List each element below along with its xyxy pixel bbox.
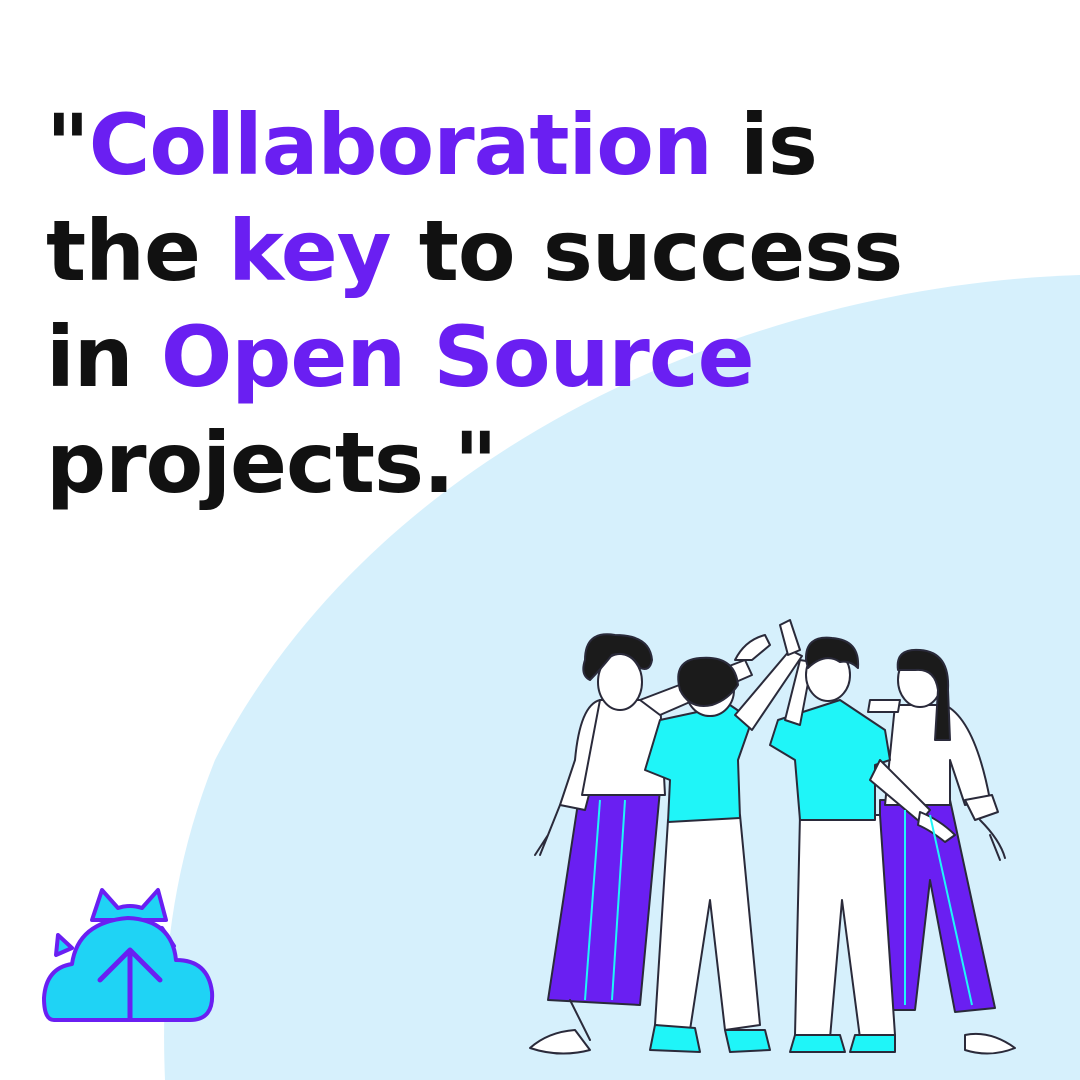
quote-text-in: in — [46, 308, 161, 406]
quote-text-to-success: to success — [390, 202, 903, 300]
person-right — [867, 648, 1016, 1055]
team-high-five-illustration — [529, 619, 1016, 1055]
person-center-left — [644, 619, 803, 1053]
quote-line-2: the key to success — [46, 202, 903, 300]
quote-text: "Collaboration is the key to success in … — [46, 92, 1046, 516]
quote-text-is: is — [711, 96, 818, 194]
quote-line-1: "Collaboration is — [46, 96, 818, 194]
quote-highlight-key: key — [228, 202, 391, 300]
quote-line-4: projects." — [46, 414, 498, 512]
quote-highlight-collaboration: Collaboration — [88, 96, 713, 194]
quote-highlight-open-source: Open Source — [160, 308, 755, 406]
open-quote-mark: " — [46, 96, 90, 194]
quote-line-3: in Open Source — [46, 308, 755, 406]
quote-text-the: the — [46, 202, 229, 300]
cloud-cat-ears-logo — [42, 888, 215, 1022]
person-center-right — [769, 636, 956, 1053]
